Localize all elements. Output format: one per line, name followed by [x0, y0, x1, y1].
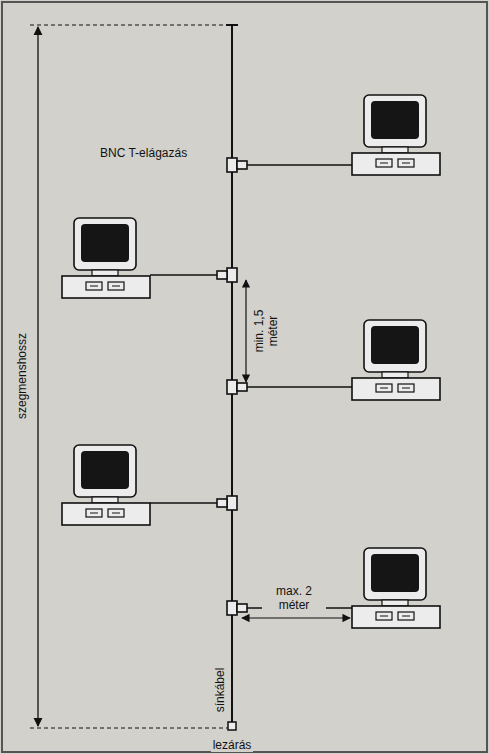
- part-label: BNC T-elágazás: [98, 146, 189, 160]
- dimension-label: min. 1,5 méter: [252, 294, 280, 368]
- dimension-label: max. 2 méter: [262, 584, 326, 612]
- dimension-label: szegmenshossz: [15, 331, 29, 421]
- part-label: lezárás: [211, 738, 254, 752]
- part-label: sínkábel: [213, 666, 227, 715]
